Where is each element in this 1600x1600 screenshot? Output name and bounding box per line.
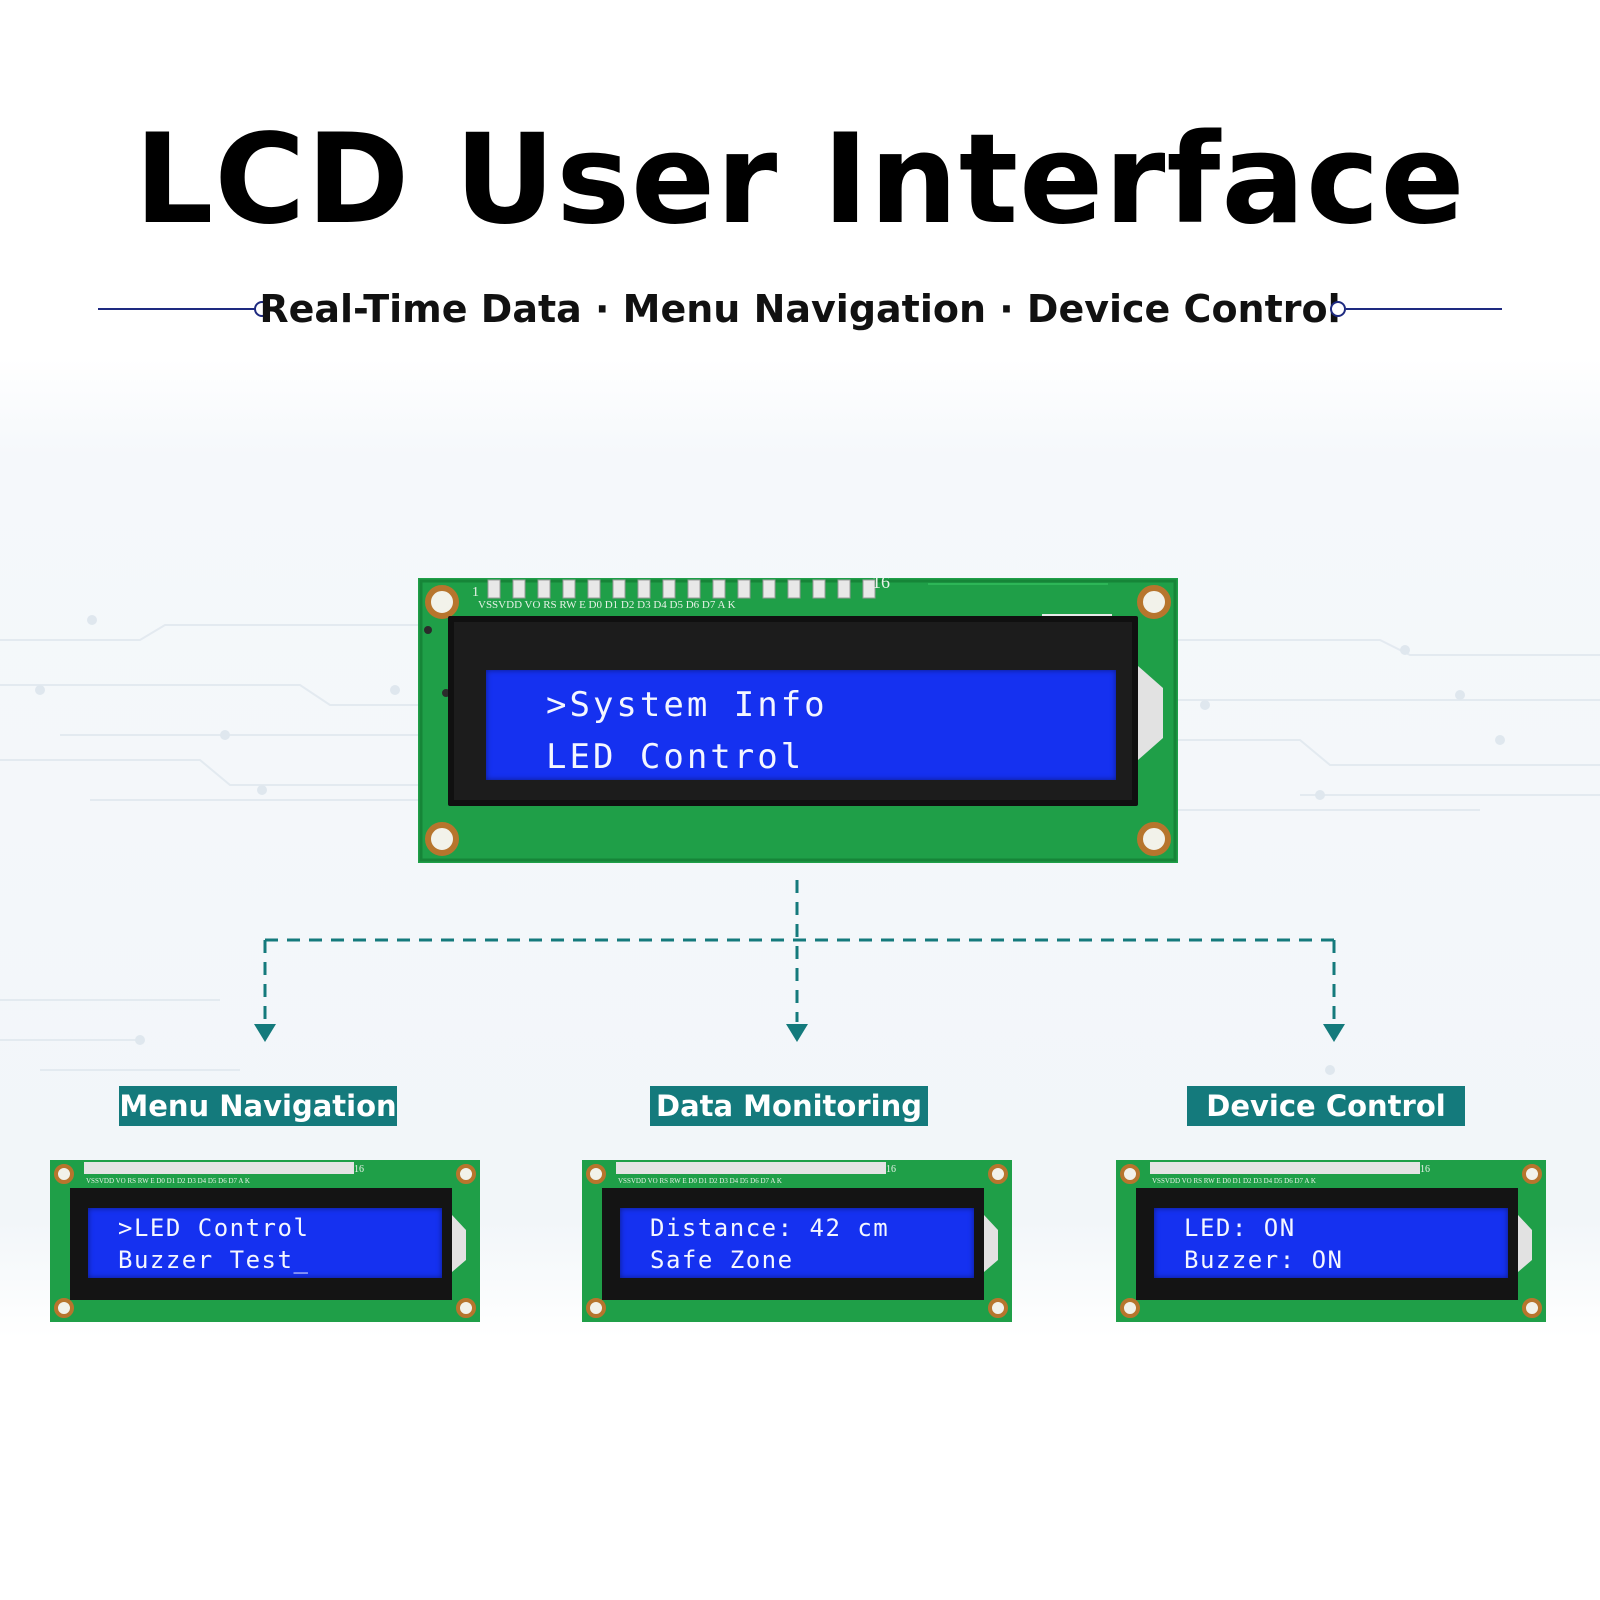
- svg-text:VSSVDD VO RS RW E D0 D1 D2 D3: VSSVDD VO RS RW E D0 D1 D2 D3 D4 D5 D6 D…: [1152, 1177, 1316, 1185]
- left-divider-dot: [254, 301, 270, 317]
- subtitle-row: Real-Time Data · Menu Navigation · Devic…: [0, 284, 1600, 334]
- lcd-module-data-monitoring: 16 VSSVDD VO RS RW E D0 D1 D2 D3 D4 D5 D…: [582, 1160, 1012, 1322]
- lcd-line-1: >System Info: [546, 685, 828, 725]
- subtitle: Real-Time Data · Menu Navigation · Devic…: [259, 287, 1341, 331]
- lcd-module-menu-navigation: 16 VSSVDD VO RS RW E D0 D1 D2 D3 D4 D5 D…: [50, 1160, 480, 1322]
- lcd-line-2: Safe Zone: [650, 1246, 794, 1274]
- lcd-screen-menu-navigation: >LED Control Buzzer Test_: [88, 1208, 442, 1278]
- lcd-line-1: >LED Control: [118, 1214, 310, 1242]
- arrow-down-icon: [254, 1024, 276, 1042]
- svg-text:16: 16: [886, 1164, 896, 1175]
- tag-device-control: Device Control: [1187, 1086, 1465, 1126]
- main-lcd-screen: >System Info LED Control: [486, 670, 1116, 780]
- main-lcd-module: 1 16 VSSVDD VO RS RW E D0 D1 D2 D3 D4 D5…: [418, 578, 1178, 863]
- right-divider-dot: [1330, 301, 1346, 317]
- arrow-down-icon: [1323, 1024, 1345, 1042]
- lcd-screen-data-monitoring: Distance: 42 cm Safe Zone: [620, 1208, 974, 1278]
- page-title: LCD User Interface: [134, 108, 1466, 252]
- lcd-line-2: Buzzer Test_: [118, 1246, 310, 1274]
- tag-data-monitoring: Data Monitoring: [650, 1086, 928, 1126]
- lcd-module-device-control: 16 VSSVDD VO RS RW E D0 D1 D2 D3 D4 D5 D…: [1116, 1160, 1546, 1322]
- tag-menu-navigation: Menu Navigation: [119, 1086, 397, 1126]
- svg-text:16: 16: [354, 1164, 364, 1175]
- lcd-line-1: LED: ON: [1184, 1214, 1296, 1242]
- left-divider-line: [98, 308, 256, 310]
- svg-text:VSSVDD VO RS RW E D0 D1 D2 D3: VSSVDD VO RS RW E D0 D1 D2 D3 D4 D5 D6 D…: [618, 1177, 782, 1185]
- lcd-line-2: Buzzer: ON: [1184, 1246, 1344, 1274]
- lcd-screen-device-control: LED: ON Buzzer: ON: [1154, 1208, 1508, 1278]
- svg-text:VSSVDD VO RS RW E D0 D1 D2 D3: VSSVDD VO RS RW E D0 D1 D2 D3 D4 D5 D6 D…: [478, 599, 736, 611]
- svg-text:VSSVDD VO RS RW E D0 D1 D2 D3: VSSVDD VO RS RW E D0 D1 D2 D3 D4 D5 D6 D…: [86, 1177, 250, 1185]
- right-divider-line: [1346, 308, 1502, 310]
- lcd-line-2: LED Control: [546, 737, 805, 777]
- svg-text:16: 16: [872, 578, 890, 592]
- svg-text:1: 1: [472, 585, 479, 600]
- lcd-line-1: Distance: 42 cm: [650, 1214, 890, 1242]
- arrow-down-icon: [786, 1024, 808, 1042]
- svg-text:16: 16: [1420, 1164, 1430, 1175]
